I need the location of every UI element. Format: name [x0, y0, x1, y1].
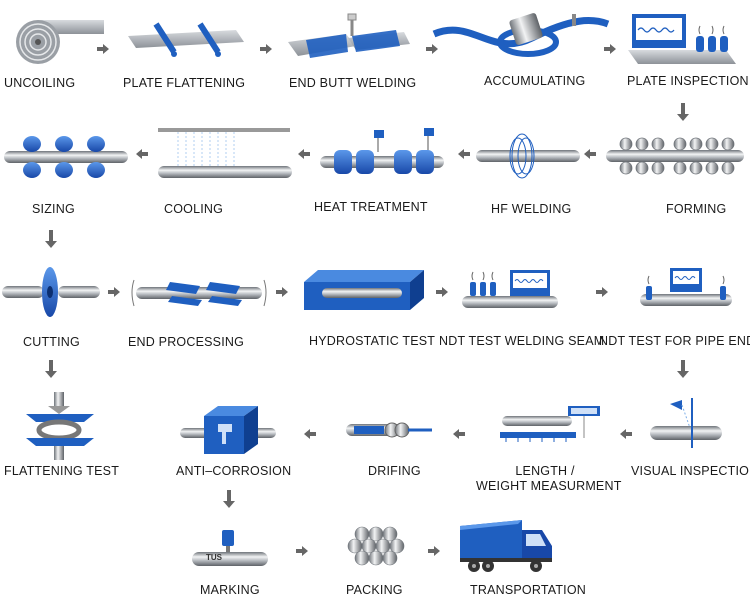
arrow-left-icon [298, 149, 310, 159]
label-length-weight-2: WEIGHT MEASURMENT [476, 479, 622, 493]
arrow-right-icon [596, 287, 608, 297]
arrow-down-icon [45, 230, 57, 248]
ndt-welding-seam-illustration [462, 270, 558, 308]
label-ndt-welding-seam: NDT TEST WELDING SEAM [439, 334, 605, 348]
arrow-left-icon [584, 149, 596, 159]
uncoiling-illustration [16, 20, 104, 64]
label-forming: FORMING [666, 202, 727, 216]
end-butt-welding-illustration [288, 13, 410, 58]
label-transportation: TRANSPORTATION [470, 583, 587, 597]
transportation-illustration [460, 520, 552, 572]
hf-welding-illustration [476, 133, 580, 179]
arrow-right-icon [428, 546, 440, 556]
label-cutting: CUTTING [23, 335, 80, 349]
arrow-left-icon [620, 429, 632, 439]
arrow-left-icon [136, 149, 148, 159]
arrow-left-icon [458, 149, 470, 159]
label-sizing: SIZING [32, 202, 75, 216]
sizing-illustration [4, 136, 128, 178]
arrow-left-icon [304, 429, 316, 439]
label-ndt-pipe-ends: NDT TEST FOR PIPE ENDS [599, 334, 750, 348]
arrow-right-icon [276, 287, 288, 297]
label-anti-corrosion: ANTI–CORROSION [176, 464, 292, 478]
arrow-left-icon [453, 429, 465, 439]
arrow-right-icon [436, 287, 448, 297]
label-heat-treatment: HEAT TREATMENT [314, 200, 428, 214]
arrow-down-icon [677, 103, 689, 121]
end-processing-illustration [131, 279, 267, 307]
arrow-down-icon [223, 490, 235, 508]
label-hydrostatic-test: HYDROSTATIC TEST [309, 334, 436, 348]
arrow-down-icon [45, 360, 57, 378]
label-visual-inspection: VISUAL INSPECTION [631, 464, 750, 478]
anti-corrosion-illustration [180, 406, 276, 454]
label-plate-flattening: PLATE FLATTENING [123, 76, 246, 90]
marking-illustration: TUS [190, 528, 270, 572]
label-uncoiling: UNCOILING [4, 76, 76, 90]
length-weight-illustration [500, 406, 600, 442]
label-flattening-test: FLATTENING TEST [4, 464, 120, 478]
visual-inspection-illustration [650, 398, 722, 448]
arrow-right-icon [108, 287, 120, 297]
accumulating-illustration [432, 13, 610, 57]
packing-illustration [347, 526, 405, 566]
arrow-down-icon [677, 360, 689, 378]
plate-inspection-illustration [628, 14, 736, 64]
heat-treatment-illustration [320, 128, 444, 174]
label-end-processing: END PROCESSING [128, 335, 245, 349]
label-drifing: DRIFING [368, 464, 421, 478]
label-cooling: COOLING [164, 202, 224, 216]
plate-flattening-illustration [128, 22, 244, 57]
label-accumulating: ACCUMULATING [484, 74, 586, 88]
flattening-test-illustration [26, 392, 94, 460]
label-end-butt-welding: END BUTT WELDING [289, 76, 417, 90]
label-packing: PACKING [346, 583, 403, 597]
label-hf-welding: HF WELDING [491, 202, 572, 216]
arrow-right-icon [296, 546, 308, 556]
forming-illustration [606, 137, 744, 175]
cooling-illustration [158, 128, 292, 178]
cutting-illustration [2, 267, 100, 317]
ndt-pipe-ends-illustration [640, 268, 732, 306]
marking-stamp-text: TUS [206, 553, 222, 562]
arrow-right-icon [97, 44, 109, 54]
label-plate-inspection: PLATE INSPECTION [627, 74, 749, 88]
hydrostatic-test-illustration [304, 270, 424, 310]
label-marking: MARKING [200, 583, 260, 597]
arrow-right-icon [604, 44, 616, 54]
arrow-right-icon [260, 44, 272, 54]
drifing-illustration [346, 422, 432, 438]
label-length-weight-1: LENGTH / [515, 464, 575, 478]
arrow-right-icon [426, 44, 438, 54]
